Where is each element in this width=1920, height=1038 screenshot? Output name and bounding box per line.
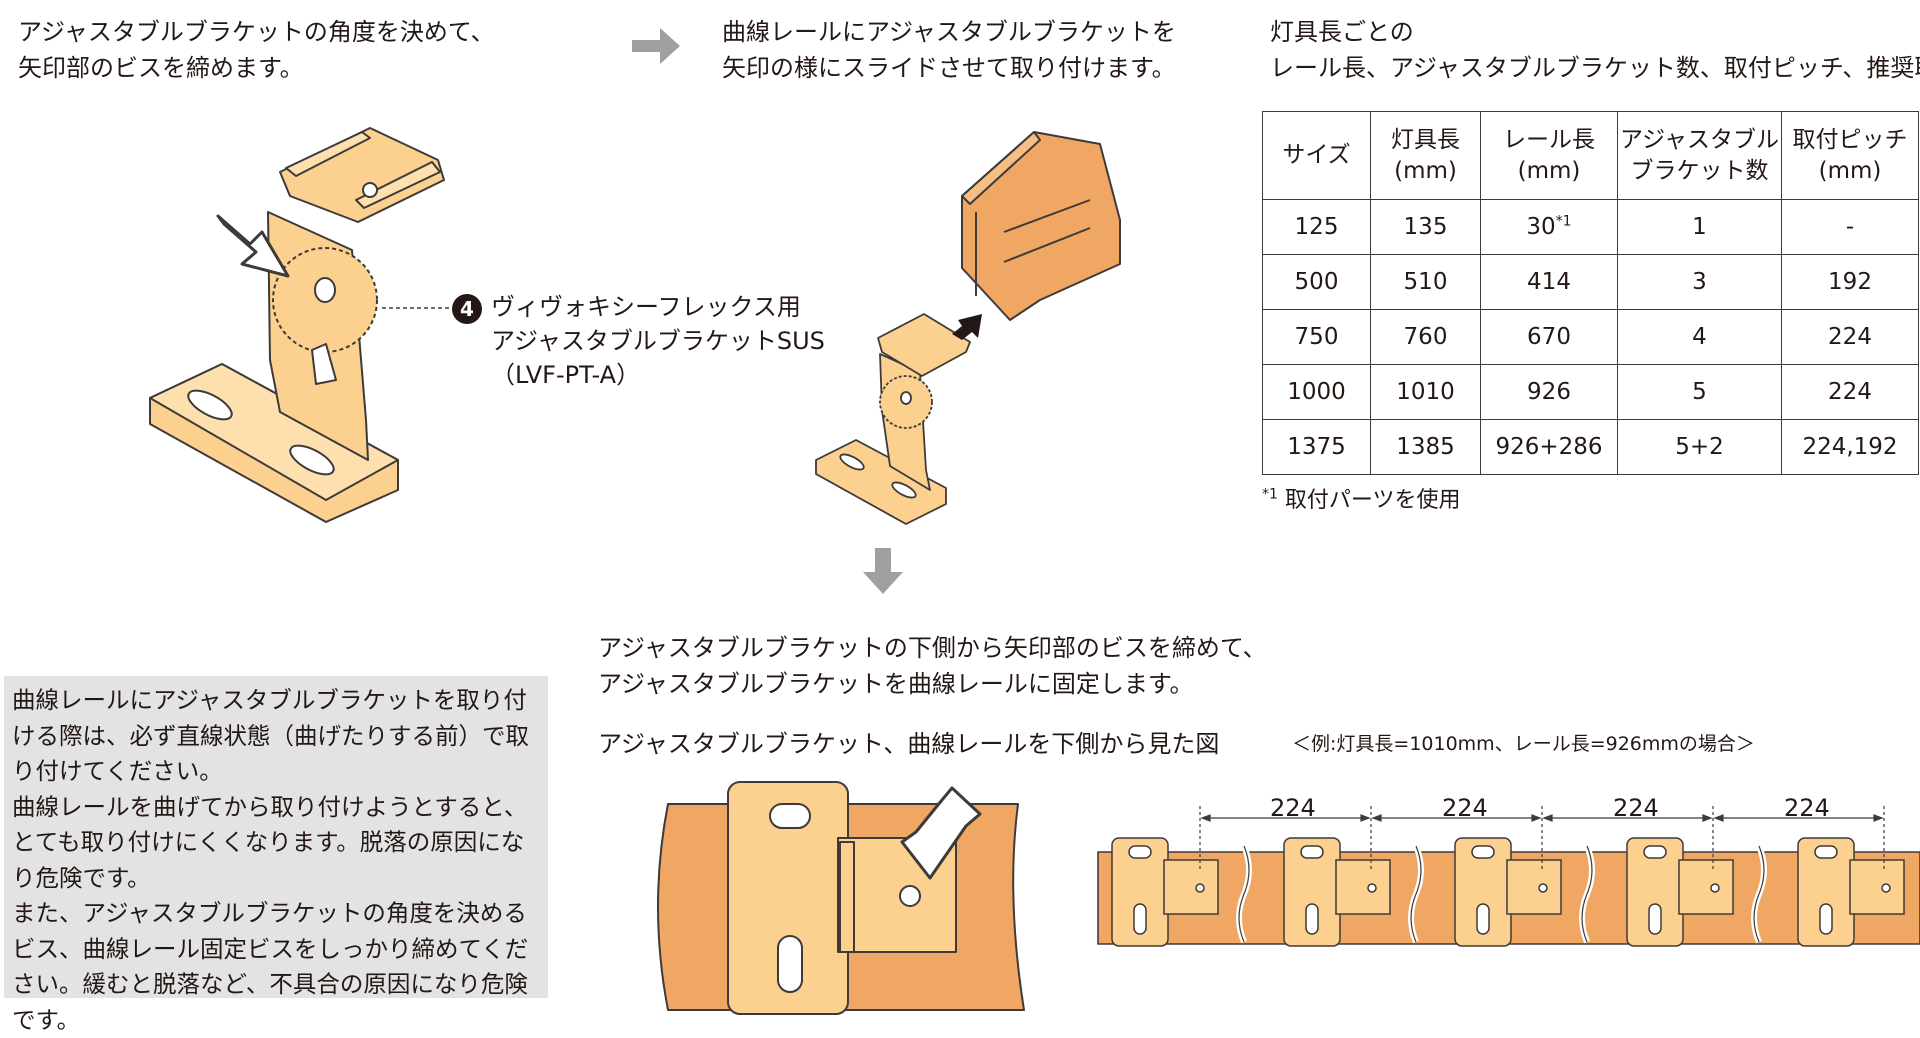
pitch-label-3: 224 bbox=[1613, 794, 1659, 822]
header-length: 灯具長(mm) bbox=[1370, 111, 1481, 200]
cell-rail: 670 bbox=[1480, 309, 1618, 365]
spec-heading-line1: 灯具長ごとの bbox=[1270, 18, 1414, 46]
spec-table: サイズ 灯具長(mm) レール長(mm) アジャスタブルブラケット数 取付ピッチ… bbox=[1262, 111, 1919, 475]
pitch-label-2: 224 bbox=[1442, 794, 1488, 822]
dimension-arrowhead-icon bbox=[1702, 814, 1713, 822]
part-code: （LVF-PT-A） bbox=[491, 361, 641, 389]
step1-instruction: アジャスタブルブラケットの角度を決めて、 矢印部のビスを締めます。 bbox=[18, 14, 495, 86]
cell-brackets: 4 bbox=[1617, 309, 1782, 365]
bracket-illustration-small bbox=[815, 313, 971, 525]
strip-bracket bbox=[1111, 837, 1252, 947]
slide-arrow-icon bbox=[952, 314, 982, 340]
footnote-mark: *1 bbox=[1262, 486, 1278, 503]
header-brackets: アジャスタブルブラケット数 bbox=[1617, 111, 1782, 200]
dimension-arrowhead-icon bbox=[1713, 814, 1724, 822]
header-rail: レール長(mm) bbox=[1480, 111, 1618, 200]
spec-heading: 灯具長ごとの レール長、アジャスタブルブラケット数、取付ピッチ、推奨取付数 bbox=[1270, 14, 1920, 86]
footnote-text: 取付パーツを使用 bbox=[1284, 488, 1461, 513]
header-pitch: 取付ピッチ(mm) bbox=[1781, 111, 1919, 200]
cell-pitch: - bbox=[1781, 199, 1919, 255]
cell-pitch: 224 bbox=[1781, 309, 1919, 365]
header-size: サイズ bbox=[1262, 111, 1371, 200]
example-strip-brackets bbox=[1111, 837, 1905, 947]
dimension-arrowhead-icon bbox=[1531, 814, 1542, 822]
cell-brackets: 3 bbox=[1617, 254, 1782, 310]
cell-length: 510 bbox=[1370, 254, 1481, 310]
cell-length: 760 bbox=[1370, 309, 1481, 365]
step3-line1: アジャスタブルブラケットの下側から矢印部のビスを締めて、 bbox=[598, 634, 1267, 662]
cell-pitch: 192 bbox=[1781, 254, 1919, 310]
rail-illustration-step2 bbox=[961, 131, 1121, 321]
strip-bracket bbox=[1283, 837, 1424, 947]
cell-pitch: 224,192 bbox=[1781, 419, 1919, 475]
strip-bracket bbox=[1626, 837, 1767, 947]
cell-length: 135 bbox=[1370, 199, 1481, 255]
part-number-badge: 4 bbox=[452, 294, 482, 324]
cell-size: 750 bbox=[1262, 309, 1371, 365]
cell-size: 1375 bbox=[1262, 419, 1371, 475]
step1-line2: 矢印部のビスを締めます。 bbox=[18, 54, 304, 82]
cell-size: 125 bbox=[1262, 199, 1371, 255]
spec-footnote: *1 取付パーツを使用 bbox=[1262, 486, 1460, 516]
cell-size: 500 bbox=[1262, 254, 1371, 310]
warning-paragraph-1: 曲線レールにアジャスタブルブラケットを取り付ける際は、必ず直線状態（曲げたりする… bbox=[12, 686, 529, 785]
pitch-label-4: 224 bbox=[1784, 794, 1830, 822]
cell-pitch: 224 bbox=[1781, 364, 1919, 420]
warning-note: 曲線レールにアジャスタブルブラケットを取り付ける際は、必ず直線状態（曲げたりする… bbox=[4, 676, 548, 1034]
cell-rail: 414 bbox=[1480, 254, 1618, 310]
part-name-line1: ヴィヴォキシーフレックス用 bbox=[491, 293, 801, 321]
step2-instruction: 曲線レールにアジャスタブルブラケットを 矢印の様にスライドさせて取り付けます。 bbox=[722, 14, 1176, 86]
dimension-arrowhead-icon bbox=[1542, 814, 1553, 822]
dimension-arrowhead-icon bbox=[1873, 814, 1884, 822]
step-arrow-right-icon bbox=[632, 28, 680, 64]
part-name-line2: アジャスタブルブラケットSUS bbox=[491, 327, 825, 355]
cell-brackets: 5+2 bbox=[1617, 419, 1782, 475]
pitch-label-1: 224 bbox=[1270, 794, 1316, 822]
step2-line1: 曲線レールにアジャスタブルブラケットを bbox=[722, 18, 1176, 46]
screw-arrow-icon bbox=[900, 786, 982, 880]
step-arrow-down-icon bbox=[863, 548, 903, 594]
step2-line2: 矢印の様にスライドさせて取り付けます。 bbox=[722, 54, 1176, 82]
cell-rail: 926 bbox=[1480, 364, 1618, 420]
dimension-arrowhead-icon bbox=[1371, 814, 1382, 822]
bracket-illustration-large bbox=[149, 127, 445, 523]
cell-rail: 926+286 bbox=[1480, 419, 1618, 475]
part-callout: ヴィヴォキシーフレックス用 アジャスタブルブラケットSUS （LVF-PT-A） bbox=[491, 290, 825, 392]
example-strip bbox=[1097, 851, 1920, 945]
dimension-arrowhead-icon bbox=[1360, 814, 1371, 822]
warning-paragraph-2: 曲線レールを曲げてから取り付けようとすると、とても取り付けにくくなります。脱落の… bbox=[12, 792, 528, 892]
step3-line2: アジャスタブルブラケットを曲線レールに固定します。 bbox=[598, 670, 1194, 698]
strip-bracket bbox=[1454, 837, 1595, 947]
cell-rail: 30*1 bbox=[1480, 199, 1618, 255]
strip-bracket bbox=[1797, 837, 1905, 947]
rail-footnote-mark: *1 bbox=[1555, 213, 1572, 230]
warning-paragraph-3: また、アジャスタブルブラケットの角度を決めるビス、曲線レール固定ビスをしっかり締… bbox=[12, 899, 529, 1034]
cell-length: 1385 bbox=[1370, 419, 1481, 475]
dimension-arrowhead-icon bbox=[1200, 814, 1211, 822]
cell-size: 1000 bbox=[1262, 364, 1371, 420]
bottom-view-label: アジャスタブルブラケット、曲線レールを下側から見た図 bbox=[598, 730, 1220, 758]
step3-instruction: アジャスタブルブラケットの下側から矢印部のビスを締めて、 アジャスタブルブラケッ… bbox=[598, 630, 1267, 702]
spec-table-header-row: サイズ 灯具長(mm) レール長(mm) アジャスタブルブラケット数 取付ピッチ… bbox=[1262, 111, 1919, 200]
spec-heading-line2: レール長、アジャスタブルブラケット数、取付ピッチ、推奨取付数 bbox=[1270, 54, 1920, 82]
cell-brackets: 1 bbox=[1617, 199, 1782, 255]
example-label: ＜例:灯具長=1010mm、レール長=926mmの場合＞ bbox=[1292, 733, 1755, 755]
cell-length: 1010 bbox=[1370, 364, 1481, 420]
tighten-arrow-icon bbox=[216, 214, 290, 278]
bottom-view-illustration bbox=[657, 781, 1025, 1015]
step1-line1: アジャスタブルブラケットの角度を決めて、 bbox=[18, 18, 495, 46]
cell-brackets: 5 bbox=[1617, 364, 1782, 420]
